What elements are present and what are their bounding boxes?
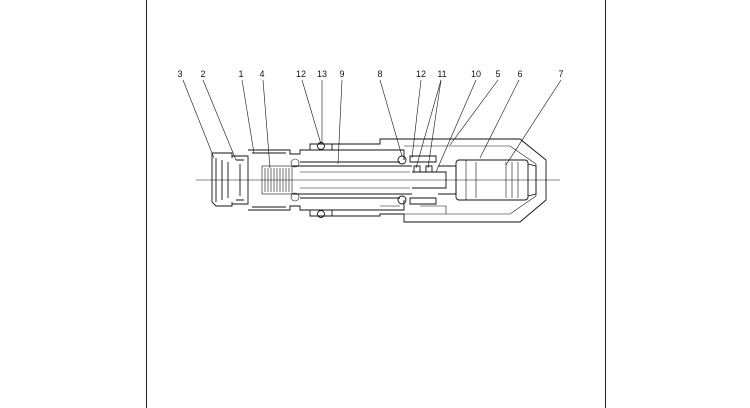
leader-2 xyxy=(202,79,237,161)
outer-housing xyxy=(332,138,547,223)
leader-8 xyxy=(379,79,403,157)
callout-7: 7 xyxy=(558,69,563,79)
callout-4: 4 xyxy=(259,69,264,79)
leader-7 xyxy=(505,79,562,166)
callout-10: 10 xyxy=(471,69,481,79)
callout-12-right: 12 xyxy=(416,69,426,79)
callout-1: 1 xyxy=(238,69,243,79)
callout-8: 8 xyxy=(377,69,382,79)
leader-12a xyxy=(301,79,322,145)
leader-5 xyxy=(449,79,499,146)
seal-ring-lower xyxy=(290,192,300,202)
left-end-cap xyxy=(211,152,233,207)
ring-8-upper xyxy=(397,155,407,165)
o-ring-bottom xyxy=(317,210,325,218)
leader-3 xyxy=(182,79,215,159)
piston-rod xyxy=(292,161,412,199)
ring-8-lower xyxy=(397,195,407,205)
leader-6 xyxy=(479,79,520,159)
leader-12b xyxy=(411,79,422,159)
lower-passage xyxy=(380,205,447,214)
callout-5: 5 xyxy=(495,69,500,79)
callout-2: 2 xyxy=(200,69,205,79)
callout-12: 12 xyxy=(296,69,306,79)
rod-inner-lines xyxy=(300,171,410,189)
callout-labels: 3 2 1 4 12 13 9 8 12 11 10 5 6 7 xyxy=(177,69,563,79)
callout-9: 9 xyxy=(339,69,344,79)
callout-6: 6 xyxy=(517,69,522,79)
leader-4 xyxy=(262,79,271,169)
inlet-fitting xyxy=(232,155,249,205)
leader-9 xyxy=(337,79,343,165)
callout-13: 13 xyxy=(317,69,327,79)
cartridge-grooves xyxy=(465,160,519,200)
callout-11: 11 xyxy=(437,69,446,79)
spring-coils xyxy=(264,168,290,192)
o-ring-top xyxy=(317,142,325,150)
leader-10 xyxy=(435,79,477,173)
leader-11b xyxy=(427,79,442,169)
seal-ring-upper xyxy=(290,158,300,168)
leader-11a xyxy=(415,79,442,169)
spring-housing xyxy=(261,165,293,195)
seat-parts xyxy=(409,155,437,205)
leader-lines xyxy=(182,79,562,173)
manual-page xyxy=(146,0,606,408)
main-sleeve xyxy=(248,149,405,211)
callout-3: 3 xyxy=(177,69,182,79)
cartridge-body xyxy=(455,159,529,201)
end-cap xyxy=(527,163,537,197)
leader-1 xyxy=(241,79,255,154)
